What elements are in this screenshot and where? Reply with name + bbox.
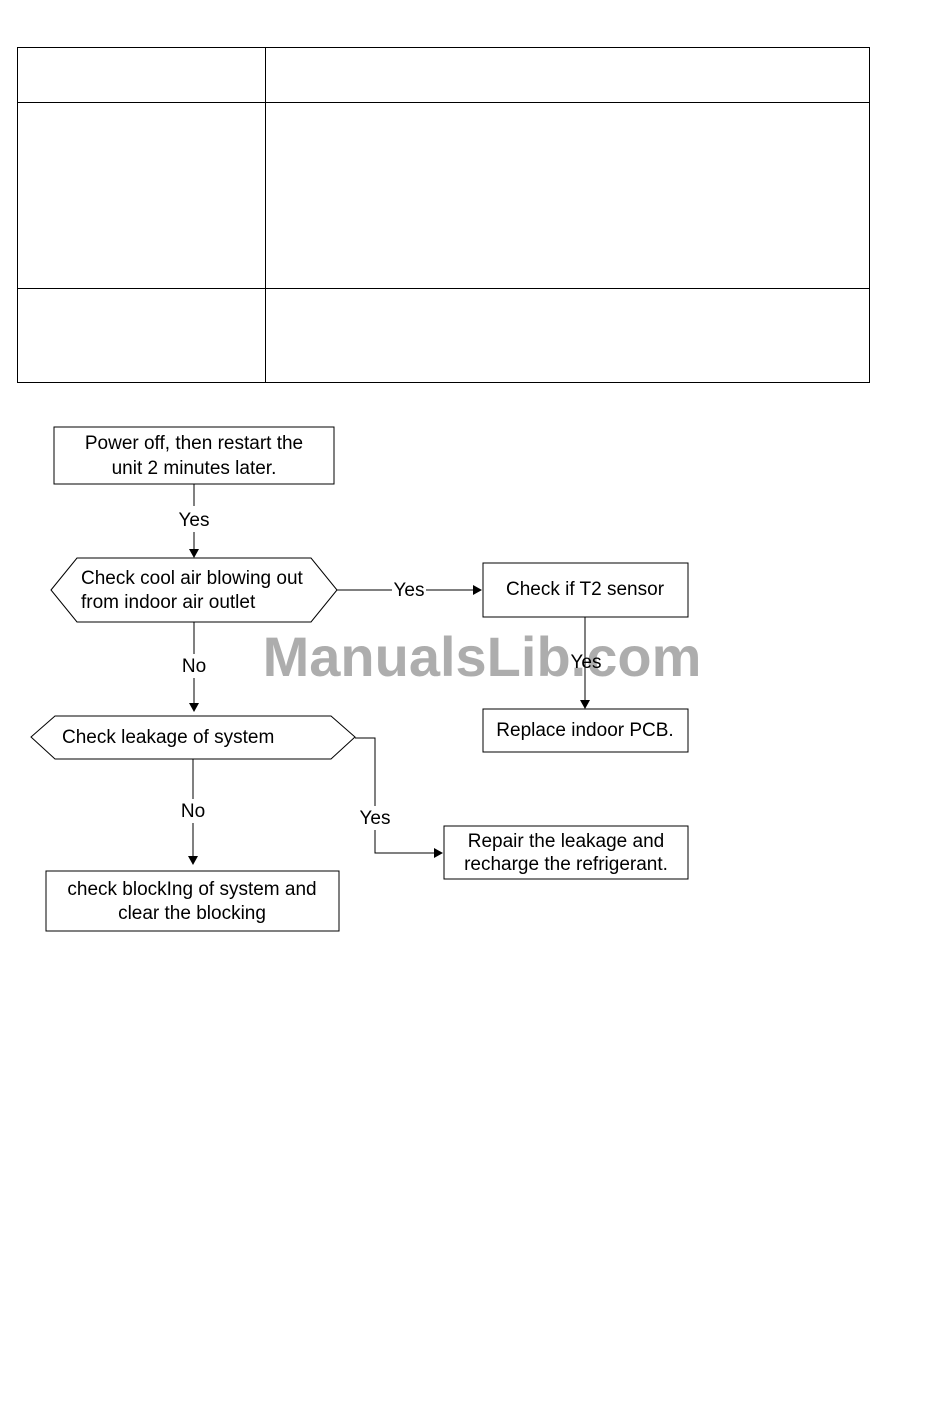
edge-label-yes: Yes [179, 510, 210, 531]
node-text-line: recharge the refrigerant. [464, 854, 668, 875]
node-replace-indoor-pcb: Replace indoor PCB. [482, 708, 689, 753]
edge-label-no: No [181, 801, 205, 822]
table-row [17, 288, 870, 383]
edge-label-yes: Yes [394, 580, 425, 601]
table-cell [17, 102, 266, 289]
watermark-text: ManualsLib.com [263, 625, 702, 688]
node-text-line: Repair the leakage and [468, 831, 664, 852]
node-repair-leakage: Repair the leakage and recharge the refr… [443, 825, 689, 880]
node-check-t2-sensor: Check if T2 sensor [482, 562, 689, 618]
node-text-line: unit 2 minutes later. [112, 458, 277, 479]
connector-power-to-cool-air [189, 484, 199, 558]
decision-check-leakage: Check leakage of system [30, 715, 356, 760]
connector-cool-air-to-leakage [189, 622, 199, 712]
edge-label-no: No [182, 656, 206, 677]
table-cell [17, 47, 266, 103]
edge-label-yes: Yes [360, 808, 391, 829]
connector-leakage-to-repair [355, 737, 443, 858]
connector-leakage-to-blocking [188, 759, 198, 865]
edge-label-yes: Yes [571, 652, 602, 673]
connector-t2-to-pcb [580, 617, 590, 709]
node-text-line: Replace indoor PCB. [496, 720, 673, 741]
node-check-blocking: check blockIng of system and clear the b… [45, 870, 340, 932]
node-text-line: Check if T2 sensor [506, 579, 665, 600]
node-text-line: from indoor air outlet [81, 592, 256, 613]
node-power-off-restart: Power off, then restart the unit 2 minut… [53, 426, 335, 485]
table-cell [265, 288, 870, 383]
info-table [17, 47, 870, 383]
node-text-line: Power off, then restart the [85, 433, 303, 454]
connector-cool-air-to-t2 [337, 585, 482, 595]
node-text-line: clear the blocking [118, 903, 266, 924]
node-text-line: check blockIng of system and [67, 879, 316, 900]
decision-check-cool-air: Check cool air blowing out from indoor a… [50, 557, 338, 623]
table-cell [17, 288, 266, 383]
node-text-line: Check leakage of system [62, 727, 274, 748]
node-text-line: Check cool air blowing out [81, 568, 304, 589]
